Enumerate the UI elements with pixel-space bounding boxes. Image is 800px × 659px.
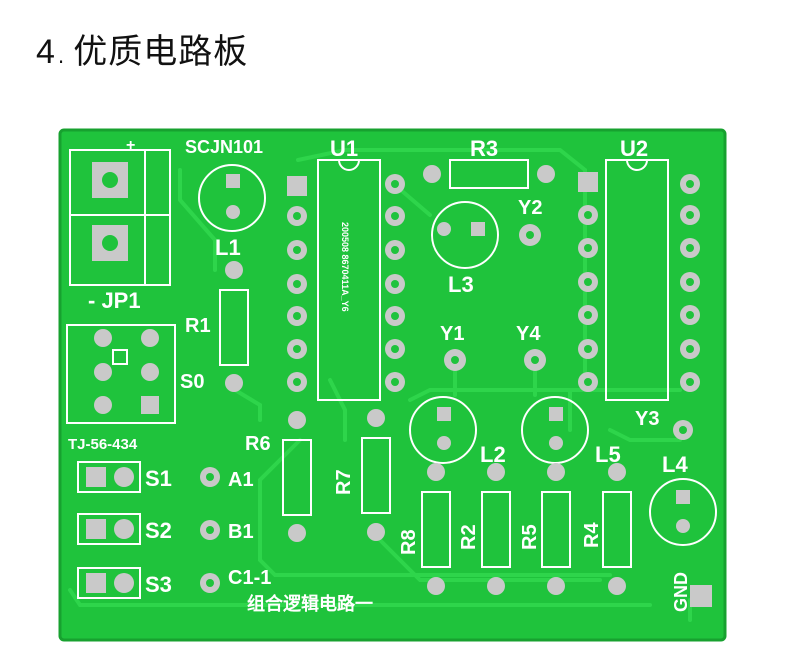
l4-label: L4 [662,452,688,477]
s0-footprint [66,324,176,424]
pcb-edge [58,128,727,642]
y3-label: Y3 [635,408,659,430]
page-heading: 4. 优质电路板 [36,24,248,73]
u2-label: U2 [620,136,648,161]
r5-label: R5 [519,524,541,550]
resistor-outlines [219,159,632,568]
y4-label: Y4 [516,323,541,345]
y1-label: Y1 [440,323,464,345]
tj-label: TJ-56-434 [68,436,138,453]
r8-label: R8 [398,529,420,555]
l5-label: L5 [595,442,621,467]
c1-label: C1-1 [228,567,271,589]
u1-label: U1 [330,136,358,161]
s1-label: S1 [145,466,172,491]
l1-outline [198,164,266,232]
r2-label: R2 [458,524,480,550]
l1-label: L1 [215,235,241,260]
heading-dot: . [57,44,66,68]
u2-outline [605,159,669,401]
s2-label: S2 [145,518,172,543]
b1-label: B1 [228,521,254,543]
l3-outline [431,201,499,269]
l5-outline [521,396,589,464]
heading-number: 4 [36,33,56,71]
s3-label: S3 [145,572,172,597]
heading-title: 优质电路板 [73,32,249,72]
led-pads [226,174,690,533]
l4-outline [649,478,717,546]
l3-label: L3 [448,272,474,297]
s-headers [77,461,141,599]
jp1-terminal [69,149,171,286]
r4-label: R4 [581,522,603,548]
r7-label: R7 [333,469,355,495]
l2-outline [409,396,477,464]
r3-label: R3 [470,136,498,161]
jp1-label: - JP1 [88,288,141,313]
a1-label: A1 [228,469,254,491]
r6-label: R6 [245,433,271,455]
drill-holes [206,180,694,587]
plus-label: + [126,137,135,154]
board-name-label: 组合逻辑电路一 [247,593,373,615]
y2-label: Y2 [518,197,542,219]
l2-label: L2 [480,442,506,467]
u1-outline [317,159,381,401]
gnd-label: GND [671,572,691,612]
r1-label: R1 [185,315,211,337]
s0-label: S0 [180,371,204,393]
scjn101-label: SCJN101 [185,137,263,157]
chip-marking: 200508 8670411A_Y6 [340,222,350,312]
